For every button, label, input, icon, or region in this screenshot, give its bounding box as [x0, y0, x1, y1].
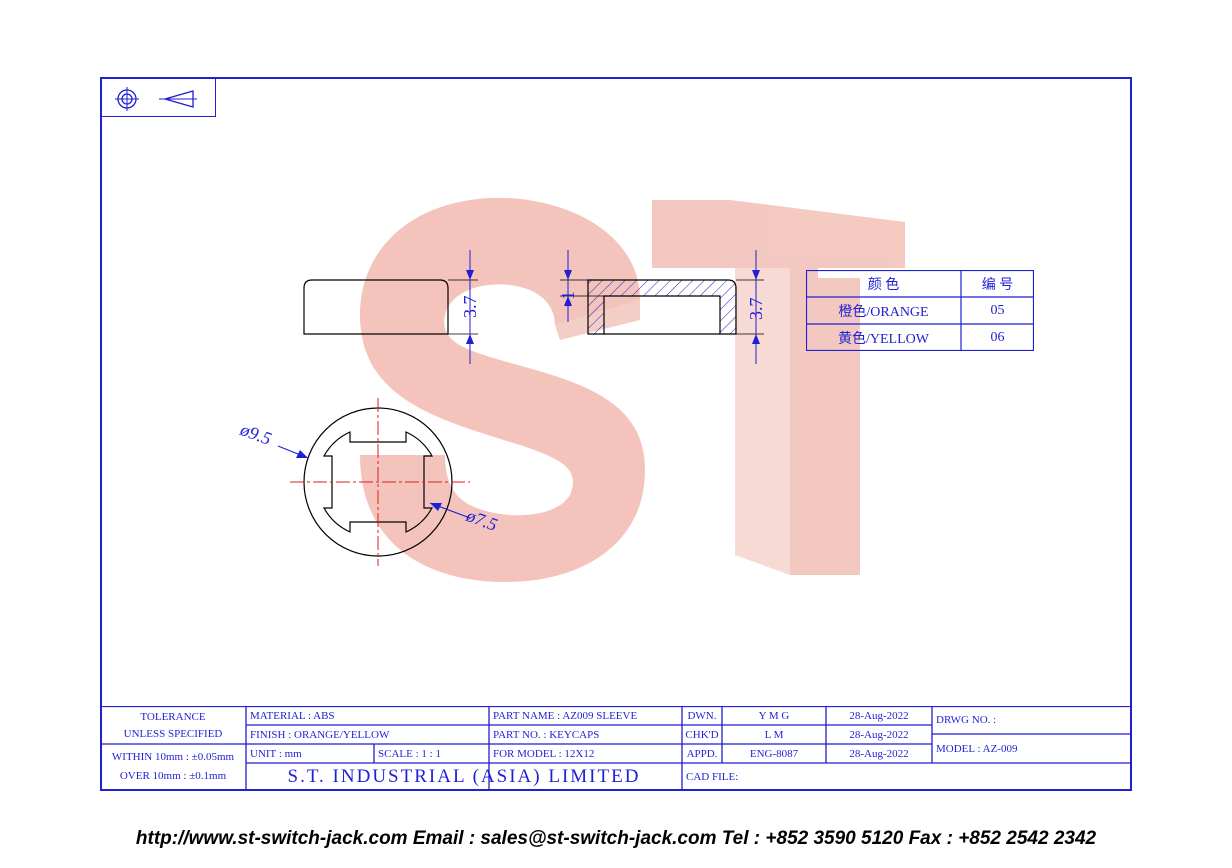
color-table-row-code: 06: [990, 329, 1005, 345]
color-table-row-color: 橙色/ORANGE: [838, 304, 929, 320]
watermark: [360, 197, 905, 583]
watermark-t-shape: [652, 200, 905, 575]
drawing-border: [100, 77, 1132, 791]
color-table-row-code: 05: [990, 302, 1005, 318]
contact-footer: http://www.st-switch-jack.com Email : sa…: [135, 828, 1097, 849]
dwn-label: DWN.: [687, 709, 717, 722]
tolerance-label: TOLERANCE: [140, 711, 206, 723]
inner-keyed-profile: [322, 431, 434, 533]
watermark-t-side: [735, 268, 790, 575]
part-name-field: PART NAME : AZ009 SLEEVE: [493, 709, 638, 722]
company-name: S.T. INDUSTRIAL (ASIA) LIMITED: [287, 766, 641, 787]
drawn-by: Y M G: [758, 709, 790, 722]
watermark-s-shape: [360, 197, 645, 583]
color-table-row-color: 黄色/YELLOW: [838, 331, 929, 347]
unless-specified-label: UNLESS SPECIFIED: [123, 728, 223, 740]
cad-file-field: CAD FILE:: [686, 771, 739, 783]
drawn-date: 28-Aug-2022: [849, 709, 909, 722]
approved-date: 28-Aug-2022: [849, 747, 909, 760]
side-view-left: [303, 250, 478, 364]
color-table-header-code: 编 号: [981, 277, 1014, 293]
chkd-label: CHK'D: [685, 728, 719, 741]
projection-symbol-box: [100, 77, 216, 117]
section-view: [560, 250, 764, 364]
drawing-number-field: DRWG NO. :: [936, 714, 997, 726]
part-no-field: PART NO. : KEYCAPS: [493, 728, 600, 741]
checked-date: 28-Aug-2022: [849, 728, 909, 741]
tolerance-over: OVER 10mm : ±0.1mm: [119, 770, 227, 782]
color-table-header-color: 颜 色: [867, 277, 900, 293]
top-view: [277, 398, 471, 566]
model-field: MODEL : AZ-009: [936, 742, 1018, 755]
approved-by: ENG-8087: [749, 747, 799, 760]
checked-by: L M: [764, 728, 784, 741]
material-field: MATERIAL : ABS: [250, 709, 335, 722]
color-code-table: 颜 色 编 号 橙色/ORANGE 05 黄色/YELLOW 06: [806, 270, 1034, 351]
scale-field: SCALE : 1 : 1: [378, 747, 441, 760]
unit-field: UNIT : mm: [250, 747, 302, 760]
for-model-field: FOR MODEL : 12X12: [493, 747, 595, 760]
appd-label: APPD.: [686, 747, 718, 760]
finish-field: FINISH : ORANGE/YELLOW: [250, 728, 390, 741]
tolerance-within: WITHIN 10mm : ±0.05mm: [111, 751, 235, 763]
taper-projection-icon: [159, 90, 197, 108]
title-block: TOLERANCE UNLESS SPECIFIED WITHIN 10mm :…: [100, 706, 1132, 791]
target-projection-icon: [115, 87, 139, 111]
